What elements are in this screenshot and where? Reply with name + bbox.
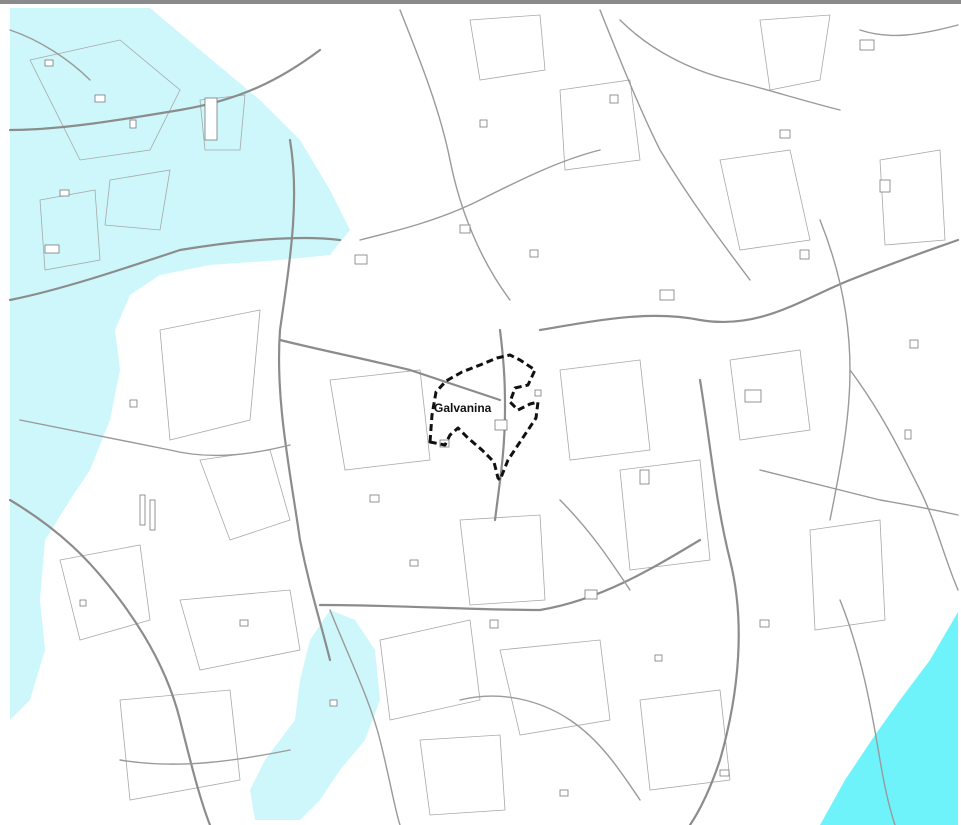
road (318, 538, 702, 612)
building (59, 189, 70, 197)
parcel-line (559, 359, 651, 461)
building (79, 599, 87, 607)
parcel-line (119, 689, 241, 801)
building (354, 254, 368, 265)
building (879, 179, 891, 193)
roads (8, 9, 960, 825)
parcel-line (879, 149, 946, 246)
building (409, 559, 419, 567)
light-water-zone-west (10, 8, 350, 720)
parcel-line (199, 94, 246, 151)
parcel-line (719, 149, 811, 251)
road (9, 29, 91, 81)
building (129, 119, 137, 129)
parcel-line (639, 689, 731, 791)
building (204, 97, 218, 141)
building (494, 419, 508, 431)
building (759, 619, 770, 628)
building (329, 699, 338, 707)
parcel-line (729, 349, 811, 441)
strong-water-zone-southeast (820, 612, 958, 825)
building (534, 389, 542, 397)
building (744, 389, 762, 403)
road (277, 138, 332, 662)
building (239, 619, 249, 627)
parcel-line (499, 639, 611, 736)
parcels (29, 14, 946, 816)
building (44, 244, 60, 254)
parcel-line (379, 619, 481, 721)
light-water-zone-south (250, 610, 380, 820)
parcel-line (29, 39, 181, 161)
road (819, 219, 851, 521)
road (619, 19, 841, 111)
road (688, 378, 740, 825)
building (584, 589, 598, 600)
building (489, 619, 499, 629)
parcel-line (809, 519, 886, 631)
road (8, 498, 212, 825)
building (44, 59, 54, 67)
parcel-line (199, 449, 291, 541)
parcel-line (559, 79, 641, 171)
parcel-line (159, 309, 261, 441)
parcel-line (329, 369, 431, 471)
road (559, 499, 631, 591)
building (459, 224, 471, 234)
building (609, 94, 619, 104)
parcel-line (179, 589, 301, 671)
parcel-line (104, 169, 171, 231)
building (559, 789, 569, 797)
building (94, 94, 106, 103)
road (19, 419, 291, 457)
road (329, 609, 401, 825)
road (399, 9, 511, 301)
top-border (0, 0, 961, 4)
building (149, 499, 156, 531)
building (719, 769, 730, 777)
building (859, 39, 875, 51)
road (459, 695, 641, 801)
road (493, 328, 507, 522)
parcel-line (419, 734, 506, 816)
building (139, 494, 146, 526)
place-label-galvanina: Galvanina (434, 401, 492, 415)
road (278, 338, 502, 402)
building (639, 469, 650, 485)
road (8, 48, 322, 132)
buildings (44, 39, 919, 797)
road (359, 149, 601, 241)
building (369, 494, 380, 503)
road (839, 599, 896, 825)
building (799, 249, 810, 260)
strong-water-zone (820, 612, 958, 825)
road (8, 236, 342, 302)
road (119, 749, 291, 765)
parcel-line (759, 14, 831, 91)
parcel-line (39, 189, 101, 271)
parcel-line (619, 459, 711, 571)
building (659, 289, 675, 301)
building (909, 339, 919, 349)
study-area-boundary (428, 353, 540, 482)
building (654, 654, 663, 662)
building (529, 249, 539, 258)
building (129, 399, 138, 408)
building (779, 129, 791, 139)
light-water-zone (10, 8, 380, 820)
parcel-line (59, 544, 151, 641)
building (479, 119, 488, 128)
road (759, 469, 959, 516)
road (859, 24, 959, 37)
galvanina-boundary (428, 353, 540, 482)
parcel-line (459, 514, 546, 606)
building (904, 429, 912, 440)
parcel-line (469, 14, 546, 81)
road (849, 369, 959, 591)
road (599, 9, 751, 281)
road (538, 238, 960, 332)
